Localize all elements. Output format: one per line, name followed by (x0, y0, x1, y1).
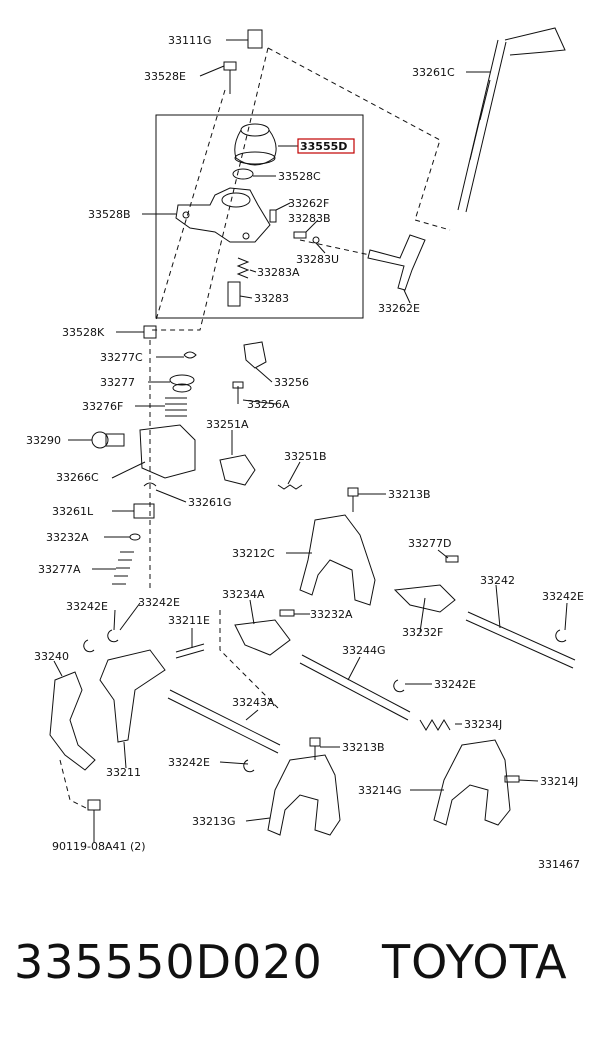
part-33266c (139, 424, 196, 479)
part-label-33290: 33290 (26, 434, 61, 447)
part-33240 (49, 671, 96, 771)
part-label-33243a: 33243A (232, 696, 275, 709)
part-label-33242e: 33242E (434, 678, 476, 691)
part-label-33277d: 33277D (408, 537, 451, 550)
part-label-33261l: 33261L (52, 505, 94, 518)
part-33212c (299, 514, 376, 606)
part-label-33528b: 33528B (88, 208, 131, 221)
part-label-33528e: 33528E (144, 70, 186, 83)
part-label-90119-08a41-2-: 90119-08A41 (2) (52, 840, 146, 853)
part-label-33261g: 33261G (188, 496, 232, 509)
part-label-33232a: 33232A (46, 531, 89, 544)
part-label-33277c: 33277C (100, 351, 143, 364)
part-label-33242: 33242 (480, 574, 515, 587)
part-33214g (433, 739, 511, 826)
part-33244g-shaft (299, 654, 411, 721)
part-label-33111g: 33111G (168, 34, 212, 47)
part-label-33214g: 33214G (358, 784, 402, 797)
part-label-33232a: 33232A (310, 608, 353, 621)
part-label-33244g: 33244G (342, 644, 386, 657)
part-label-33242e: 33242E (138, 596, 180, 609)
part-label-33261c: 33261C (412, 66, 455, 79)
part-label-33251a: 33251A (206, 418, 249, 431)
part-33213g (267, 754, 341, 836)
part-label-33213b: 33213B (342, 741, 385, 754)
part-label-33262f: 33262F (288, 197, 329, 210)
part-label-33213b: 33213B (388, 488, 431, 501)
part-33242-shaft (465, 611, 576, 669)
highlight-box (297, 138, 355, 154)
part-33555d (234, 123, 277, 166)
part-label-33262e: 33262E (378, 302, 420, 315)
part-33283a (236, 257, 250, 279)
part-33276f (165, 397, 187, 417)
part-label-33283: 33283 (254, 292, 289, 305)
part-label-33555d: 33555D (300, 140, 347, 153)
part-label-33283a: 33283A (257, 266, 300, 279)
part-33262e (367, 234, 426, 291)
part-label-33213g: 33213G (192, 815, 236, 828)
part-labels: 33111G 33528E 33261C 33555D 33528C 33528B 3326… (26, 34, 584, 871)
part-number: 335550D020 (14, 935, 323, 989)
part-label-33240: 33240 (34, 650, 69, 663)
part-33528b (175, 187, 271, 243)
part-33290 (91, 431, 125, 449)
leader-lines (53, 39, 568, 842)
brand-name: TOYOTA (382, 935, 568, 989)
part-label-331467: 331467 (538, 858, 580, 871)
part-label-33234j: 33234J (464, 718, 502, 731)
part-label-33251b: 33251B (284, 450, 327, 463)
part-label-33234a: 33234A (222, 588, 265, 601)
part-label-33242e: 33242E (542, 590, 584, 603)
part-label-33242e: 33242E (168, 756, 210, 769)
part-label-33277: 33277 (100, 376, 135, 389)
part-label-33277a: 33277A (38, 563, 81, 576)
part-label-33266c: 33266C (56, 471, 99, 484)
part-label-33211e: 33211E (168, 614, 210, 627)
part-label-33232f: 33232F (402, 626, 443, 639)
footer: 335550D020 TOYOTA (0, 935, 600, 1005)
part-label-33528c: 33528C (278, 170, 321, 183)
part-label-33214j: 33214J (540, 775, 578, 788)
part-label-33283u: 33283U (296, 253, 339, 266)
part-33243a-shaft (167, 689, 281, 754)
part-33261c (457, 27, 566, 213)
part-33277a (112, 551, 134, 585)
part-label-33256: 33256 (274, 376, 309, 389)
part-label-33211: 33211 (106, 766, 141, 779)
part-label-33283b: 33283B (288, 212, 331, 225)
part-label-33276f: 33276F (82, 400, 123, 413)
assembly-box (155, 114, 364, 319)
part-33528c (232, 168, 254, 180)
part-label-33242e: 33242E (66, 600, 108, 613)
part-label-33212c: 33212C (232, 547, 275, 560)
part-label-33256a: 33256A (247, 398, 290, 411)
part-33211 (99, 649, 166, 743)
part-33111g (247, 29, 263, 49)
part-label-33528k: 33528K (62, 326, 105, 339)
